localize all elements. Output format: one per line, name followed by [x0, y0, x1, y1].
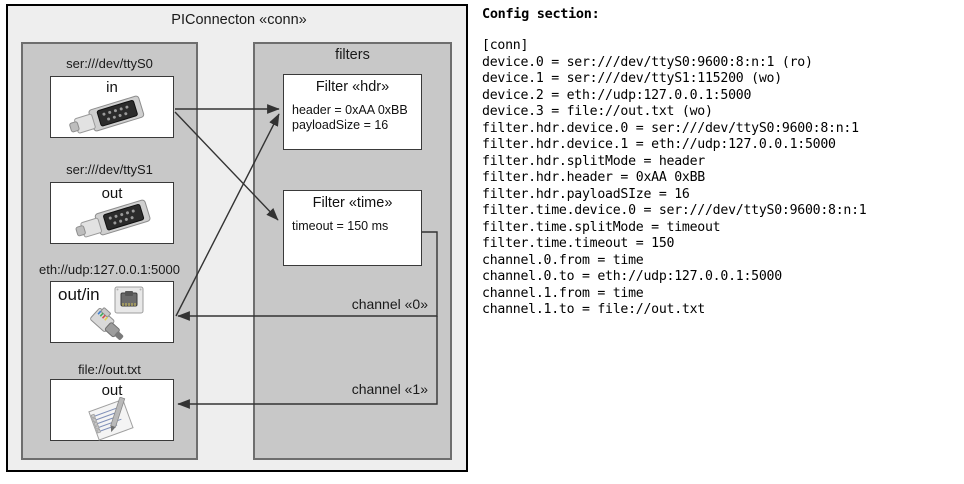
filter-card-title-hdr: Filter «hdr»	[315, 79, 390, 95]
device-card-title-outin: out/in	[58, 285, 100, 304]
filter-hdr-line-header: header = 0xAA 0xBB	[292, 103, 408, 117]
device-label-ttys1: ser:///dev/ttyS1	[66, 162, 153, 177]
device-card-title-out-file: out	[101, 382, 123, 399]
serial-port-icon	[69, 95, 161, 142]
device-card-eth[interactable]: out/in	[50, 281, 174, 343]
ethernet-cable-icon	[73, 304, 127, 349]
device-card-file[interactable]: out	[50, 379, 174, 441]
filter-card-body-time: timeout = 150 ms	[292, 219, 388, 234]
device-card-ttys0[interactable]: in	[50, 76, 174, 138]
ethernet-jack-icon	[113, 285, 145, 320]
device-label-eth: eth://udp:127.0.0.1:5000	[39, 262, 180, 277]
filters-group-title: filters	[335, 47, 370, 63]
channel-label-1: channel «1»	[351, 381, 428, 397]
config-section-heading: Config section:	[482, 6, 600, 22]
config-section-text: [conn] device.0 = ser:///dev/ttyS0:9600:…	[482, 38, 867, 317]
serial-port-icon	[75, 195, 167, 248]
filter-card-title-time: Filter «time»	[312, 195, 393, 211]
filter-card-hdr[interactable]: Filter «hdr» header = 0xAA 0xBB payloadS…	[283, 74, 422, 150]
filter-card-body-hdr: header = 0xAA 0xBB payloadSize = 16	[292, 103, 408, 133]
device-label-file: file://out.txt	[78, 362, 141, 377]
connection-diagram: PIConnecton «conn» ser:///dev/ttyS0 in	[6, 4, 472, 478]
channel-label-0: channel «0»	[351, 296, 428, 312]
page-title: PIConnecton «conn»	[171, 12, 307, 28]
filter-time-line-timeout: timeout = 150 ms	[292, 219, 389, 233]
device-card-title-out: out	[101, 185, 123, 202]
text-file-icon	[83, 396, 149, 446]
device-label-ttys0: ser:///dev/ttyS0	[66, 56, 153, 71]
config-section: Config section: [conn] device.0 = ser://…	[482, 6, 960, 476]
device-card-ttys1[interactable]: out	[50, 182, 174, 244]
filter-hdr-line-payload: payloadSize = 16	[292, 118, 389, 132]
filter-card-time[interactable]: Filter «time» timeout = 150 ms	[283, 190, 422, 266]
device-card-title-in: in	[106, 79, 118, 96]
